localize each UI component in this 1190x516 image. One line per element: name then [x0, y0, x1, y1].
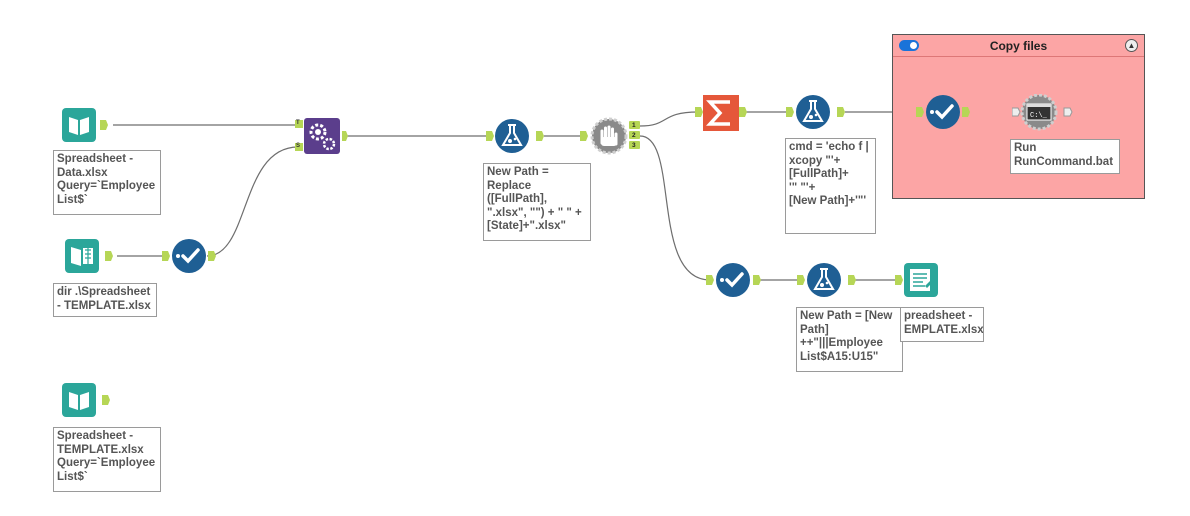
formula-tool-3[interactable]	[797, 262, 856, 297]
select-check-icon	[706, 263, 761, 297]
anchor-3: 3	[632, 142, 636, 149]
command-prompt-icon: C:\_	[1012, 94, 1073, 131]
flask-icon	[486, 119, 544, 153]
annotation-input-template: Spreadsheet - TEMPLATE.xlsx Query=`Emplo…	[53, 427, 161, 492]
select-tool-2[interactable]	[706, 262, 761, 297]
select-tool-3[interactable]	[916, 94, 970, 129]
anchor-targets: T	[296, 120, 300, 126]
summarize-tool[interactable]	[695, 94, 747, 131]
wire-select-to-append	[206, 146, 299, 257]
container-title: Copy files	[989, 39, 1048, 53]
run-command-tool[interactable]: C:\_	[1012, 94, 1073, 131]
flask-icon	[786, 95, 845, 129]
tile-tool[interactable]: 1 2 3	[580, 117, 640, 155]
flask-icon	[797, 263, 856, 297]
select-check-icon	[162, 239, 216, 273]
container-toggle[interactable]	[899, 40, 919, 51]
annotation-directory: dir .\Spreadsheet - TEMPLATE.xlsx	[53, 283, 157, 317]
annotation-formula-new-path-2: New Path = [New Path] ++"|||Employee Lis…	[796, 307, 903, 372]
input-template-tool[interactable]	[60, 382, 110, 417]
book-input-icon	[62, 383, 110, 417]
collapse-icon[interactable]: ▲	[1125, 39, 1138, 52]
hand-stop-icon	[580, 117, 640, 155]
container-header[interactable]: Copy files ▲	[893, 35, 1144, 57]
output-data-tool[interactable]	[895, 262, 938, 297]
annotation-formula-new-path: New Path = Replace ([FullPath], ".xlsx",…	[483, 163, 591, 241]
book-input-icon	[62, 108, 108, 142]
annotation-input-data: Spreadsheet - Data.xlsx Query=`Employee …	[53, 150, 161, 215]
select-tool-1[interactable]	[162, 238, 216, 273]
annotation-formula-cmd: cmd = 'echo f | xcopy "'+ [FullPath]+ '"…	[785, 138, 876, 234]
anchor-2: 2	[632, 132, 636, 139]
sigma-icon	[695, 95, 747, 131]
select-check-icon	[916, 95, 970, 129]
anchor-source: S	[296, 143, 301, 149]
append-fields-tool[interactable]: T S	[295, 117, 348, 154]
input-data-tool[interactable]	[60, 107, 108, 142]
svg-text:C:\_: C:\_	[1030, 112, 1048, 120]
formula-tool-2[interactable]	[786, 94, 845, 129]
annotation-output: preadsheet - EMPLATE.xlsx	[900, 307, 984, 342]
directory-icon	[65, 239, 113, 273]
formula-tool-1[interactable]	[486, 118, 544, 153]
anchor-1: 1	[632, 122, 636, 129]
wire-tile-to-summarize	[639, 111, 699, 127]
directory-tool[interactable]	[63, 238, 113, 273]
gears-icon	[295, 118, 348, 154]
annotation-run-command: Run RunCommand.bat	[1010, 139, 1120, 174]
output-document-icon	[895, 263, 938, 297]
wire-tile-to-select2	[639, 135, 711, 281]
